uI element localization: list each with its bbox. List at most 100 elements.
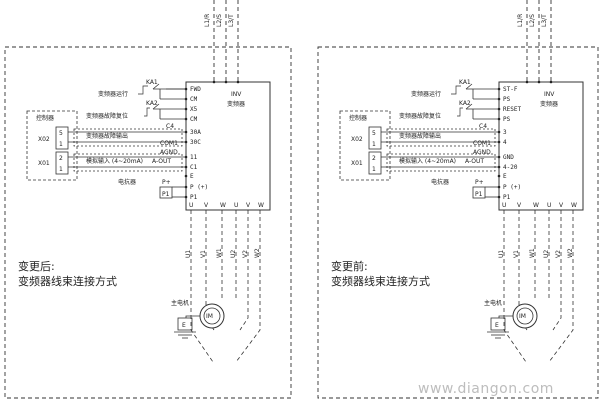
- caption-line-2: 变频器线束连接方式: [18, 274, 117, 288]
- inverter-box: [498, 81, 584, 211]
- com1-label: COM1: [160, 140, 178, 147]
- bottom-terminal-w1: W: [220, 202, 226, 209]
- pin-5: 5: [372, 130, 376, 137]
- terminal-11: P1: [190, 194, 198, 201]
- analog-out-label: A-OUT: [152, 158, 171, 165]
- wire-u1: U1: [498, 250, 505, 258]
- relay-ka2: KA2: [459, 100, 471, 107]
- output-wires: [190, 210, 261, 363]
- reactor-wires: [485, 186, 499, 198]
- wire-u2: U2: [543, 250, 550, 258]
- x01-label: X01: [351, 160, 363, 167]
- fault-label: 变频器故障输出: [86, 132, 128, 140]
- inverter-title: INV: [231, 91, 242, 98]
- terminal-4: CM: [190, 116, 198, 123]
- bottom-terminal-v1: V: [204, 202, 209, 209]
- supply-label-l3: L3/T: [541, 14, 548, 27]
- panel-border: [317, 46, 599, 399]
- terminal-10: P (+): [503, 184, 521, 191]
- ground-label: E: [182, 322, 186, 329]
- motor-label: 主电机: [171, 299, 189, 307]
- agnd-label: AGND: [160, 149, 178, 156]
- supply-label-l1: L1/R: [517, 14, 524, 27]
- terminal-6: 4: [503, 139, 507, 146]
- supply-lines: [213, 0, 239, 82]
- x02-label: X02: [351, 136, 363, 143]
- reactor-block: [472, 186, 486, 199]
- pin-block-x02: [368, 126, 382, 150]
- wire-v1: V1: [513, 250, 520, 258]
- output-wire-labels: U1 V1 W1 U2 V2 W2: [498, 248, 574, 258]
- pin-block-x02: [55, 126, 69, 150]
- terminal-1: ST-F: [503, 86, 518, 93]
- wire-w1: W1: [529, 248, 536, 258]
- terminal-2: PS: [503, 96, 511, 103]
- agnd-label: AGND: [473, 149, 491, 156]
- relay-arrows: [451, 85, 463, 117]
- run-label: 变频器运行: [98, 90, 128, 98]
- wire-v1: V1: [200, 250, 207, 258]
- inverter-subtitle: 变频器: [540, 100, 558, 108]
- caption-line-1: 变更后:: [18, 259, 55, 273]
- pin-2: 2: [372, 155, 376, 162]
- signal-wires: [381, 128, 499, 172]
- panel-before: L1/R L2/S L3/T INV 变频器 ST-F PS RESET PS …: [317, 0, 599, 399]
- inverter-subtitle: 变频器: [227, 100, 245, 108]
- relay-ka2: KA2: [146, 100, 158, 107]
- bottom-terminal-w2: W: [571, 202, 577, 209]
- controller-label: 控制器: [349, 114, 367, 122]
- run-label: 变频器运行: [411, 90, 441, 98]
- motor-symbol: IM: [206, 313, 213, 320]
- reactor-p-plus: P+: [162, 179, 171, 186]
- pin-block-x01: [368, 151, 382, 175]
- bottom-terminal-u2: U: [547, 202, 551, 209]
- reactor-wires: [172, 186, 186, 198]
- supply-lines: [526, 0, 552, 82]
- bottom-terminal-w1: W: [533, 202, 539, 209]
- ground-label: E: [495, 322, 499, 329]
- supply-label-l3: L3/T: [228, 14, 235, 27]
- inverter-terminals: FWD CM X5 CM 30A 30C 11 C1 E P (+) P1: [190, 86, 208, 201]
- bottom-terminal-v1: V: [517, 202, 522, 209]
- pin-5: 5: [59, 130, 63, 137]
- x02-label: X02: [38, 136, 50, 143]
- wire-u2: U2: [230, 250, 237, 258]
- terminal-2: CM: [190, 96, 198, 103]
- relay-wiring: [152, 83, 186, 120]
- reactor-p1: P1: [162, 191, 170, 198]
- pin-1b: 1: [59, 166, 63, 173]
- com1-label: COM1: [473, 140, 491, 147]
- analog-out-label: A-OUT: [465, 158, 484, 165]
- wire-v2: V2: [555, 250, 562, 258]
- wire-u1: U1: [185, 250, 192, 258]
- pin-block-x01: [55, 151, 69, 175]
- output-wire-labels: U1 V1 W1 U2 V2 W2: [185, 248, 261, 258]
- x01-label: X01: [38, 160, 50, 167]
- reactor-label: 电抗器: [431, 178, 449, 186]
- wire-w2: W2: [254, 248, 261, 258]
- bottom-terminal-u1: U: [502, 202, 506, 209]
- terminal-7: GND: [503, 154, 514, 161]
- bottom-terminal-w2: W: [258, 202, 264, 209]
- terminal-10: P (+): [190, 184, 208, 191]
- inverter-title: INV: [544, 91, 555, 98]
- wire-w1: W1: [216, 248, 223, 258]
- terminal-7: 11: [190, 154, 198, 161]
- reset-label: 变频器故障复位: [399, 112, 441, 120]
- terminal-3: X5: [190, 106, 198, 113]
- relay-ka1: KA1: [146, 79, 158, 86]
- bottom-terminal-v2: V: [246, 202, 251, 209]
- terminal-3: RESET: [503, 106, 521, 113]
- caption-line-1: 变更前:: [331, 259, 368, 273]
- ground-icon: [174, 315, 200, 339]
- c4-label: C4: [166, 123, 174, 130]
- motor-icon: [512, 303, 538, 329]
- reactor-p1: P1: [475, 191, 483, 198]
- bottom-terminal-u2: U: [234, 202, 238, 209]
- panel-border: [4, 46, 292, 399]
- reactor-p-plus: P+: [475, 179, 484, 186]
- controller-box: [26, 110, 78, 181]
- panel-after: L1/R L2/S L3/T INV 变频器 FWD CM X5 CM 30A …: [4, 0, 292, 399]
- relay-ka1: KA1: [459, 79, 471, 86]
- terminal-8: 4-20: [503, 164, 518, 171]
